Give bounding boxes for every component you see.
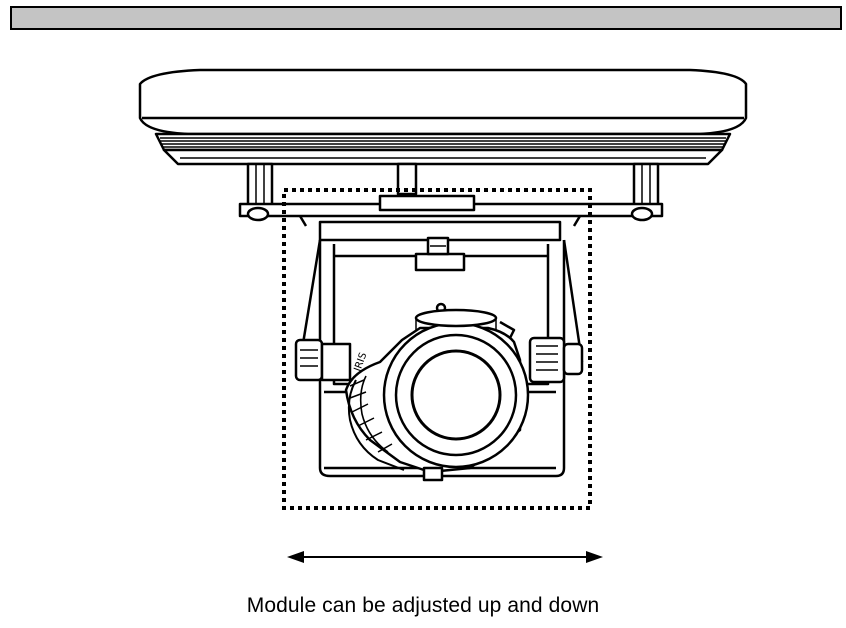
camera-module: IRIS xyxy=(344,302,530,482)
standoff-post-left xyxy=(246,162,274,210)
standoff-post-right xyxy=(632,162,660,210)
module-highlight-frame xyxy=(282,188,592,510)
figure-caption: Module can be adjusted up and down xyxy=(246,594,600,617)
bracket-plate xyxy=(238,194,664,227)
left-adjust-knob xyxy=(294,338,352,382)
right-adjust-knob xyxy=(528,336,584,384)
double-arrow-icon xyxy=(287,551,603,563)
dome-base xyxy=(138,68,748,166)
header-bar xyxy=(10,6,842,30)
